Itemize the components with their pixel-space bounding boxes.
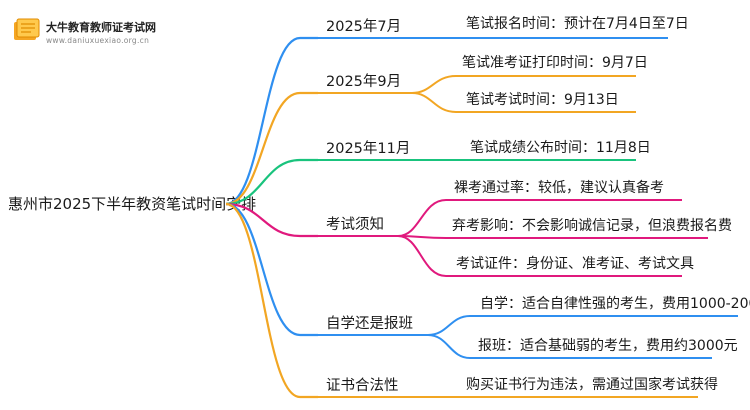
branch-label: 自学还是报班 — [326, 315, 413, 332]
connector-branch-4 — [225, 202, 318, 238]
connector-branch-2 — [225, 91, 318, 206]
subconnector — [411, 75, 457, 94]
leaf-score-release-time: 笔试成绩公布时间：11月8日 — [470, 140, 651, 156]
connector-branch-6 — [225, 202, 318, 399]
logo: 大牛教育教师证考试网 www.daniuxuexiao.org.cn — [14, 18, 156, 45]
root-connectors — [225, 36, 318, 399]
logo-title: 大牛教育教师证考试网 — [46, 20, 156, 34]
leaf-training-class: 报班：适合基础弱的考生，费用约3000元 — [478, 337, 738, 354]
subconnector — [397, 199, 447, 237]
subconnector — [427, 315, 471, 336]
leaf-self-study: 自学：适合自律性强的考生，费用1000-2000元 — [480, 296, 750, 312]
subconnector — [397, 235, 447, 277]
subconnector — [427, 334, 471, 359]
branch-label: 2025年7月 — [326, 18, 401, 35]
subconnector — [411, 92, 457, 113]
branch-label: 2025年9月 — [326, 73, 401, 90]
leaf-admission-ticket-time: 笔试准考证打印时间：9月7日 — [462, 54, 648, 71]
branch-label: 证书合法性 — [326, 377, 399, 394]
leaf-pass-rate: 裸考通过率：较低，建议认真备考 — [454, 179, 664, 196]
branch-certificate-legality: 证书合法性 购买证书行为违法，需通过国家考试获得 — [318, 376, 718, 398]
leaf-certificate-legality: 购买证书行为违法，需通过国家考试获得 — [466, 376, 718, 393]
branch-label: 考试须知 — [326, 216, 384, 233]
branch-2025-11: 2025年11月 笔试成绩公布时间：11月8日 — [318, 140, 651, 161]
leaf-exam-time: 笔试考试时间：9月13日 — [466, 92, 619, 108]
root-topic: 惠州市2025下半年教资笔试时间安排 — [8, 195, 256, 213]
logo-subtitle: www.daniuxuexiao.org.cn — [46, 36, 149, 45]
leaf-exam-documents: 考试证件：身份证、准考证、考试文具 — [456, 256, 694, 272]
book-logo-icon — [14, 18, 40, 40]
branch-self-study-or-class: 自学还是报班 自学：适合自律性强的考生，费用1000-2000元 报班：适合基础… — [318, 296, 750, 359]
leaf-registration-time: 笔试报名时间：预计在7月4日至7日 — [466, 16, 689, 32]
branch-exam-notes: 考试须知 裸考通过率：较低，建议认真备考 弃考影响：不会影响诚信记录，但浪费报名… — [318, 179, 732, 277]
branch-2025-07: 2025年7月 笔试报名时间：预计在7月4日至7日 — [318, 16, 689, 39]
branch-label: 2025年11月 — [326, 140, 410, 157]
leaf-absence-impact: 弃考影响：不会影响诚信记录，但浪费报名费 — [452, 218, 732, 234]
branch-2025-09: 2025年9月 笔试准考证打印时间：9月7日 笔试考试时间：9月13日 — [318, 54, 648, 113]
connector-branch-5 — [225, 202, 318, 337]
connector-branch-1 — [225, 36, 318, 206]
connector-branch-3 — [225, 158, 318, 206]
